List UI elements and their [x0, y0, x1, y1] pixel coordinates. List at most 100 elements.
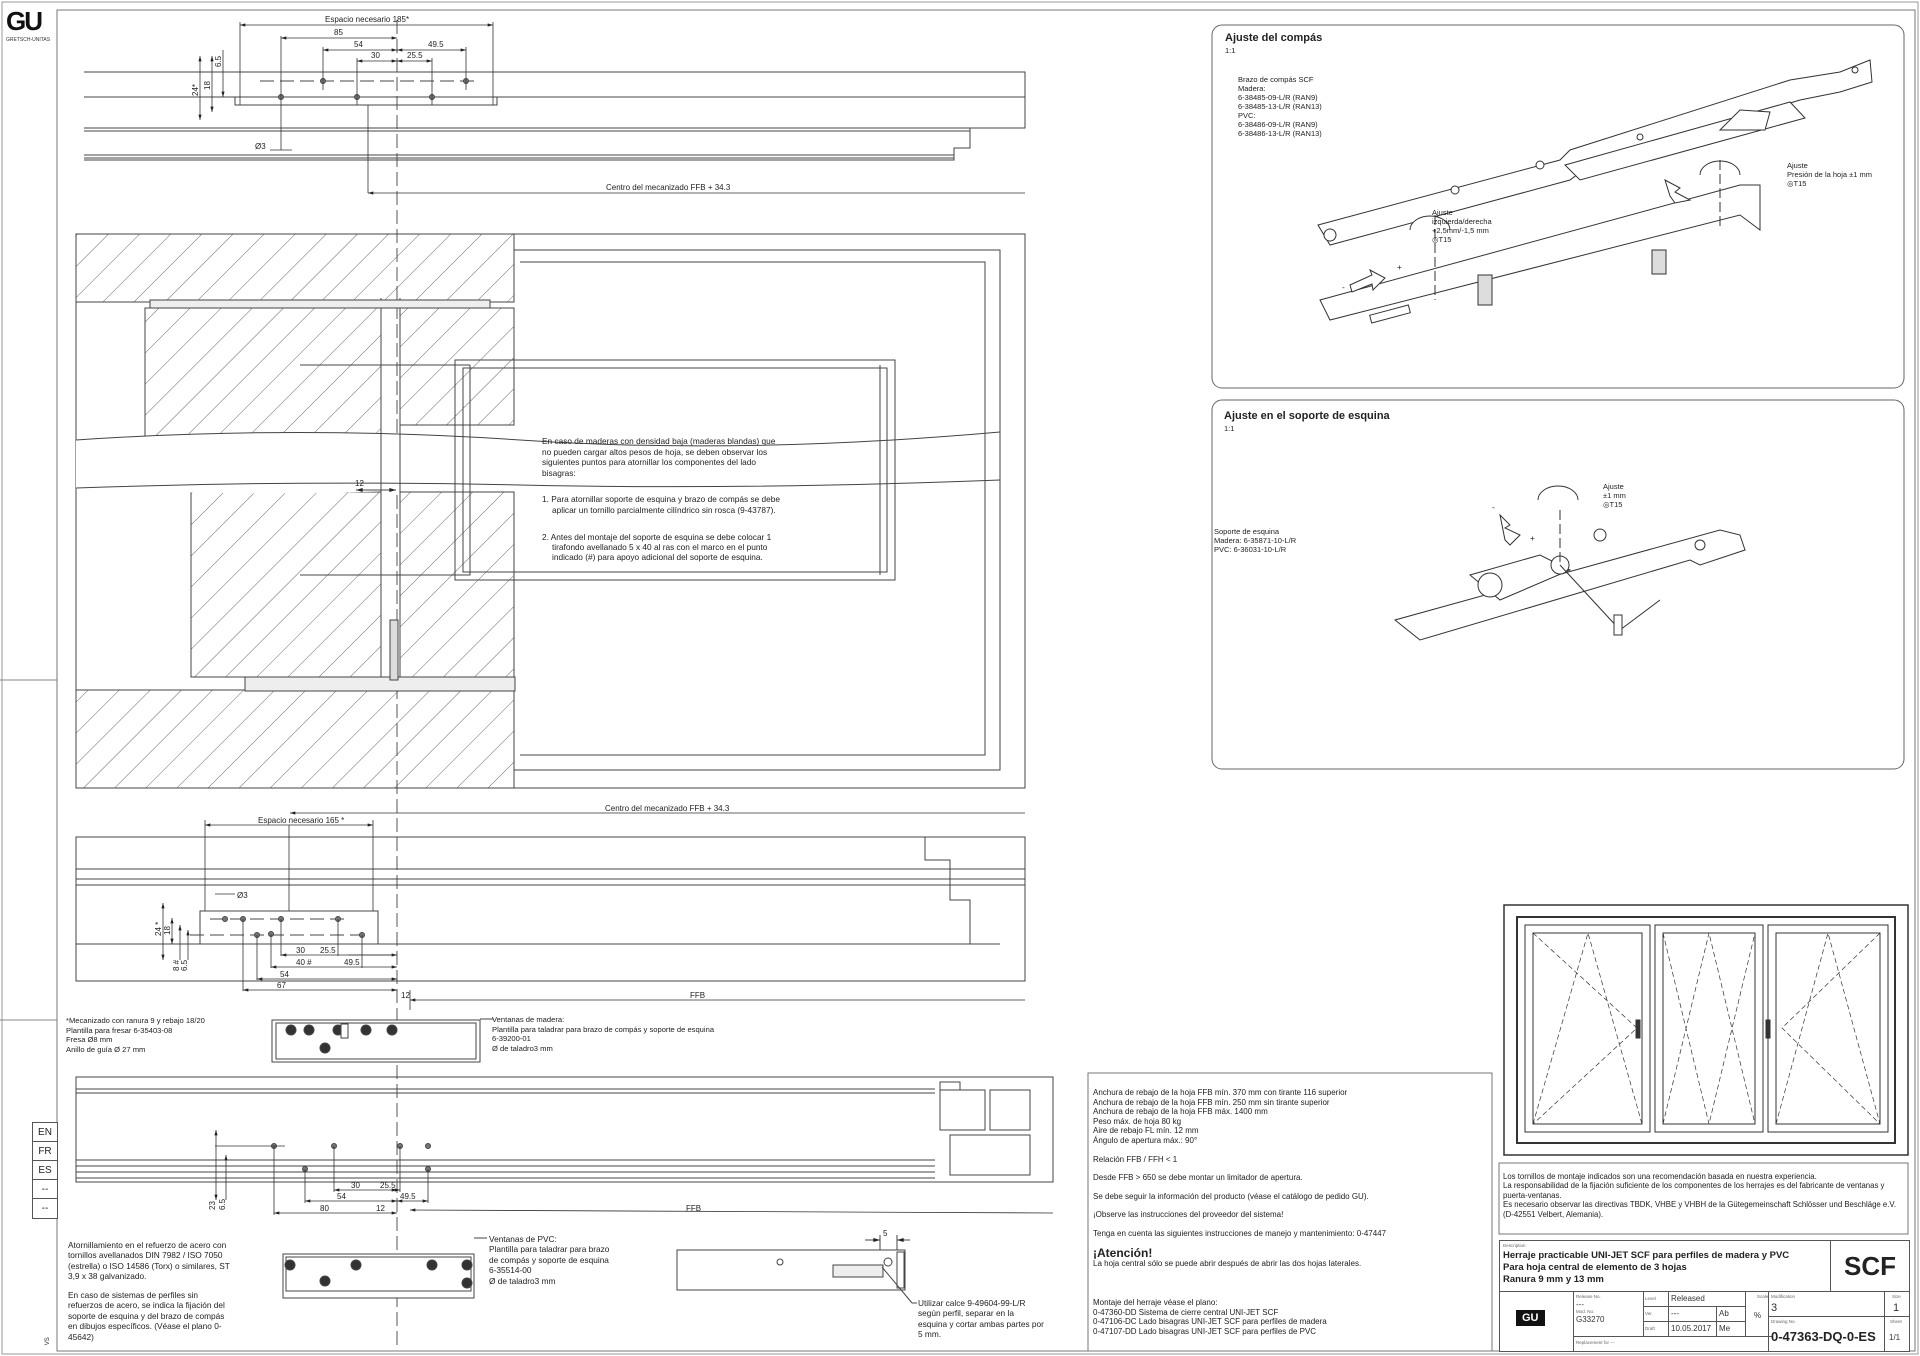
title-block: Description Herraje practicable UNI-JET … — [1499, 1240, 1910, 1352]
label: Size — [1892, 1294, 1901, 1299]
corner-support-label: Soporte de esquina Madera: 6-35871-10-L/… — [1214, 527, 1297, 554]
version: --- — [1671, 1309, 1679, 1318]
attention-title: ¡Atención! — [1093, 1245, 1153, 1260]
dim-label: FFB — [686, 1204, 701, 1213]
dim-label: 54 — [337, 1192, 346, 1201]
drawing-description: Herraje practicable UNI-JET SCF para per… — [1503, 1250, 1789, 1286]
dim-label: 23 — [208, 1201, 217, 1210]
spec-line: Aire de rebajo FL mín. 12 mm — [1093, 1126, 1199, 1136]
notes-frame — [1087, 1072, 1493, 1352]
dim-label: Ø3 — [255, 142, 266, 151]
dim-label: 40 # — [296, 958, 312, 967]
note-item: 2. Antes del montaje del soporte de esqu… — [542, 531, 772, 563]
dim-label: 80 — [320, 1204, 329, 1213]
dim-label: 12 — [355, 479, 364, 488]
dim-label: 24* — [191, 84, 200, 96]
minus-sign: - — [1492, 502, 1495, 512]
dim-label: 49.5 — [344, 958, 360, 967]
section-pvc-profile: 23 6.5 30 25.5 54 49.5 80 12 FFB 5 — [75, 1076, 1054, 1304]
dim-label: 18 — [203, 81, 212, 90]
section-wood-profile: Centro del mecanizado FFB + 34.3 Espacio… — [75, 804, 1026, 1063]
dim-label: 25.5 — [380, 1181, 396, 1190]
dim-label: Espacio necesario 165 * — [258, 816, 344, 825]
assembly-line: 0-47360-DD Sistema de cierre central UNI… — [1093, 1307, 1279, 1317]
spec-line: Anchura de rebajo de la hoja FFB mín. 37… — [1093, 1088, 1348, 1097]
minus-sign: - — [1342, 282, 1345, 292]
size-value: 1 — [1893, 1302, 1900, 1314]
dim-label: 49.5 — [428, 40, 444, 49]
description-line: Ranura 9 mm y 13 mm — [1503, 1274, 1604, 1285]
label: Drawing No. — [1771, 1319, 1796, 1324]
language-es[interactable]: ES — [32, 1160, 58, 1180]
title-logo: GU — [1516, 1310, 1545, 1326]
attention-text: La hoja central sólo se puede abrir desp… — [1093, 1258, 1362, 1268]
label: Scale — [1757, 1294, 1769, 1299]
dim-label: Espacio necesario 185* — [325, 15, 409, 24]
assembly-line: Montaje del herraje véase el plano: — [1093, 1298, 1218, 1308]
dim-label: 30 — [351, 1181, 360, 1190]
dim-label: 24 * — [154, 922, 163, 936]
wood-drill-template — [271, 1018, 493, 1063]
dim-label: 49.5 — [400, 1192, 416, 1201]
compas-arm-illustration — [1317, 59, 1873, 324]
label: Sheet — [1890, 1319, 1902, 1324]
pvc-reinforcement-note: En caso de sistemas de perfiles sin refu… — [68, 1290, 225, 1342]
product-info-note: Se debe seguir la información del produc… — [1093, 1191, 1369, 1201]
brand-subtitle: GRETSCH-UNITAS — [6, 37, 51, 43]
panel-corner-title: Ajuste en el soporte de esquina — [1224, 410, 1390, 422]
assembly-line: 0-47106-DC Lado bisagras UNI-JET SCF par… — [1093, 1317, 1327, 1327]
panel-corner-frame — [1211, 399, 1905, 770]
softwood-note: En caso de maderas con densidad baja (ma… — [542, 426, 782, 573]
sheet-value: 1/1 — [1889, 1333, 1901, 1342]
description-line: Para hoja central de elemento de 3 hojas — [1503, 1262, 1687, 1273]
language-slot: -- — [32, 1198, 58, 1219]
note-item: 1. Para atornillar soporte de esquina y … — [542, 494, 780, 515]
brand-logo: GU — [6, 6, 43, 36]
dim-label: Centro del mecanizado FFB + 34.3 — [606, 183, 731, 192]
maintenance-note: Tenga en cuenta las siguientes instrucci… — [1093, 1228, 1387, 1238]
dim-label: 54 — [280, 970, 289, 979]
label: Description — [1503, 1243, 1526, 1248]
dim-label: 85 — [334, 28, 343, 37]
modification-value: 3 — [1771, 1302, 1778, 1314]
panel-corner-scale: 1:1 — [1224, 424, 1235, 433]
label: Mod. No. — [1576, 1309, 1595, 1314]
dim-label: 12 — [401, 991, 410, 1000]
panel-compas-title: Ajuste del compás — [1225, 32, 1323, 44]
scale-value: % — [1754, 1311, 1762, 1320]
dim-label: 18 — [163, 926, 172, 935]
pvc-template-note: Ventanas de PVC: Plantilla para taladrar… — [489, 1234, 610, 1286]
dim-label: 25.5 — [407, 51, 423, 60]
language-fr[interactable]: FR — [32, 1141, 58, 1161]
dim-label: 30 — [371, 51, 380, 60]
wood-routing-note: *Mecanizado con ranura 9 y rebajo 18/20 … — [66, 1016, 205, 1054]
shim-note: Utilizar calce 9-49604-99-L/R según perf… — [918, 1298, 1044, 1340]
spec-line: Anchura de rebajo de la hoja FFB máx. 14… — [1093, 1107, 1268, 1117]
dim-label: Centro del mecanizado FFB + 34.3 — [605, 804, 730, 813]
dim-label: 6.5 — [180, 959, 189, 971]
dim-label: 6.5 — [218, 1198, 227, 1210]
corner-support-illustration — [1393, 485, 1746, 641]
label: Modification — [1771, 1294, 1796, 1299]
language-en[interactable]: EN — [32, 1122, 58, 1142]
limiter-note: Desde FFB > 650 se debe montar un limita… — [1093, 1173, 1303, 1183]
pvc-drill-template — [282, 1237, 487, 1299]
version-author: Ab — [1719, 1309, 1729, 1318]
release-level: Released — [1671, 1294, 1705, 1303]
dim-label: 54 — [354, 40, 363, 49]
compas-lr-adjust: Ajuste izquierda/derecha +2,5mm/-1,5 mm … — [1432, 208, 1492, 244]
dim-label: 8 # — [172, 959, 181, 971]
dim-label: FFB — [690, 991, 705, 1000]
dim-label: 25.5 — [320, 946, 336, 955]
note-intro: En caso de maderas con densidad baja (ma… — [542, 436, 776, 478]
spec-line: Anchura de rebajo de la hoja FFB mín. 25… — [1093, 1097, 1330, 1107]
window-elevation — [1503, 904, 1909, 1156]
panel-compas-frame — [1211, 24, 1905, 389]
label: Level — [1645, 1296, 1656, 1301]
supplier-note: ¡Observe las instrucciones del proveedor… — [1093, 1210, 1284, 1220]
language-slot: -- — [32, 1179, 58, 1199]
replacement-label: Replacement for --- — [1576, 1340, 1615, 1345]
system-code: SCF — [1830, 1241, 1909, 1291]
plus-sign: + — [1397, 262, 1402, 272]
description-line: Herraje practicable UNI-JET SCF para per… — [1503, 1250, 1790, 1261]
